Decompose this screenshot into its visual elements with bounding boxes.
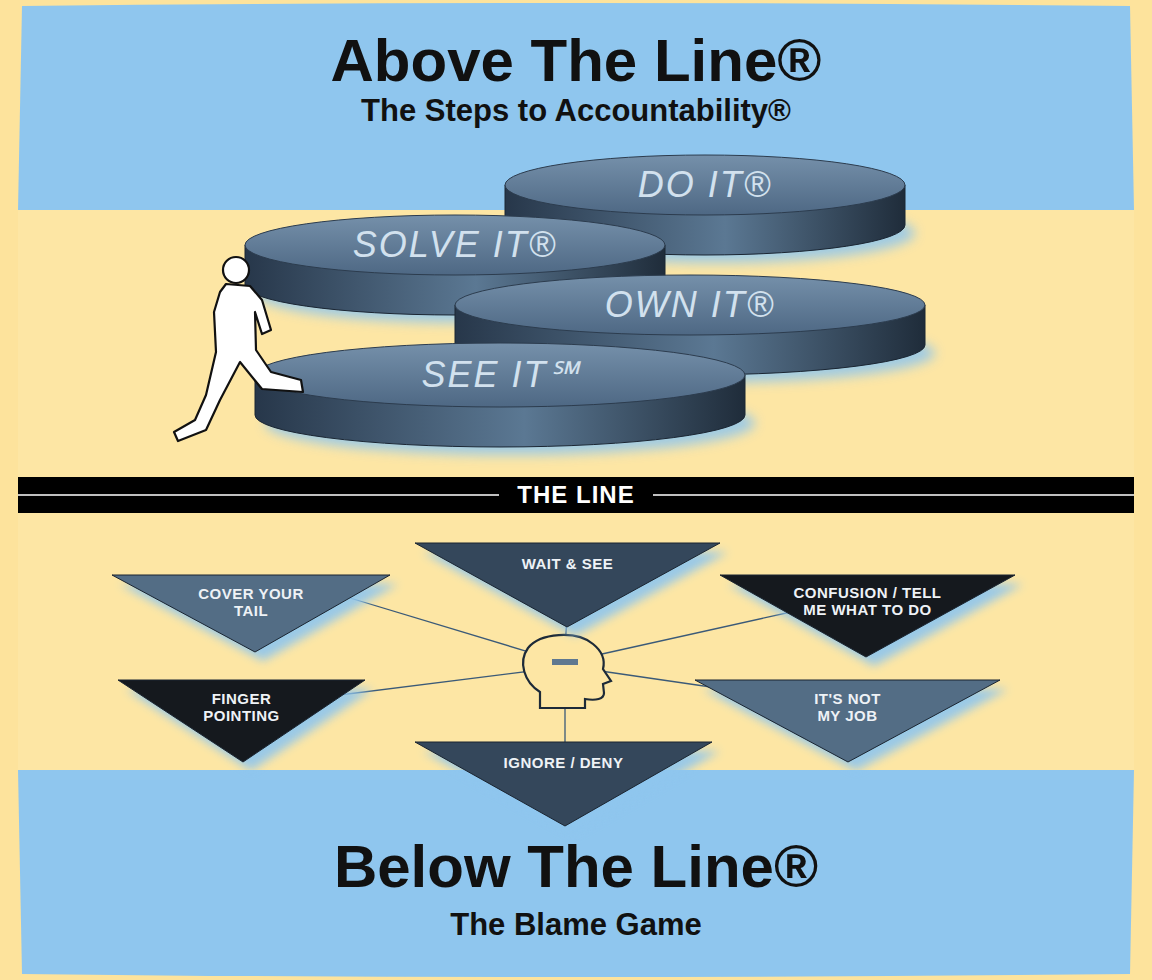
- label-holder: Above The Line®: [0, 31, 1152, 91]
- behavior-triangle: IT'S NOT MY JOB: [695, 680, 1000, 762]
- behavior-triangle: WAIT & SEE: [415, 543, 720, 627]
- label-holder: The Blame Game: [0, 909, 1152, 940]
- label-holder: Below The Line®: [0, 837, 1152, 897]
- behavior-label: WAIT & SEE: [468, 543, 668, 572]
- step-disc: SEE IT℠: [255, 343, 745, 447]
- step-label: DO IT®: [505, 155, 905, 215]
- behavior-label: IGNORE / DENY: [464, 742, 664, 771]
- triangle-fill: [112, 575, 390, 652]
- triangle-fill: [118, 680, 365, 762]
- head-silhouette: [523, 635, 611, 708]
- line-label: THE LINE: [499, 480, 652, 510]
- title: Above The Line®: [331, 31, 822, 91]
- behavior-label: FINGER POINTING: [187, 680, 297, 725]
- step-label: OWN IT®: [455, 275, 925, 335]
- bottom-title: Below The Line®: [334, 837, 818, 897]
- disc-top: [245, 215, 665, 275]
- leader-line: [575, 610, 800, 660]
- triangle-fill: [415, 742, 712, 826]
- head-mark: [552, 659, 578, 665]
- figure-head: [223, 257, 249, 283]
- behavior-triangle: CONFUSION / TELL ME WHAT TO DO: [720, 575, 1015, 657]
- label-holder: The Steps to Accountability®: [0, 95, 1152, 126]
- disc-top: [505, 155, 905, 215]
- behavior-label: COVER YOUR TAIL: [191, 575, 311, 620]
- behavior-label: IT'S NOT MY JOB: [803, 680, 893, 725]
- triangle-fill: [695, 680, 1000, 762]
- triangle-fill: [720, 575, 1015, 657]
- disc-top: [455, 275, 925, 335]
- middle-ground: [18, 210, 1134, 770]
- behavior-triangle: COVER YOUR TAIL: [112, 575, 390, 652]
- bottom-subtitle: The Blame Game: [450, 909, 702, 940]
- disc-top: [255, 343, 745, 407]
- step-label: SEE IT℠: [255, 343, 745, 407]
- behavior-label: CONFUSION / TELL ME WHAT TO DO: [793, 575, 943, 619]
- behavior-triangle: FINGER POINTING: [118, 680, 365, 762]
- behavior-triangle: IGNORE / DENY: [415, 742, 712, 826]
- triangle-fill: [415, 543, 720, 627]
- subtitle: The Steps to Accountability®: [361, 95, 791, 126]
- step-label: SOLVE IT®: [245, 215, 665, 275]
- line-band: THE LINE: [18, 477, 1134, 513]
- head-outline: [523, 635, 611, 708]
